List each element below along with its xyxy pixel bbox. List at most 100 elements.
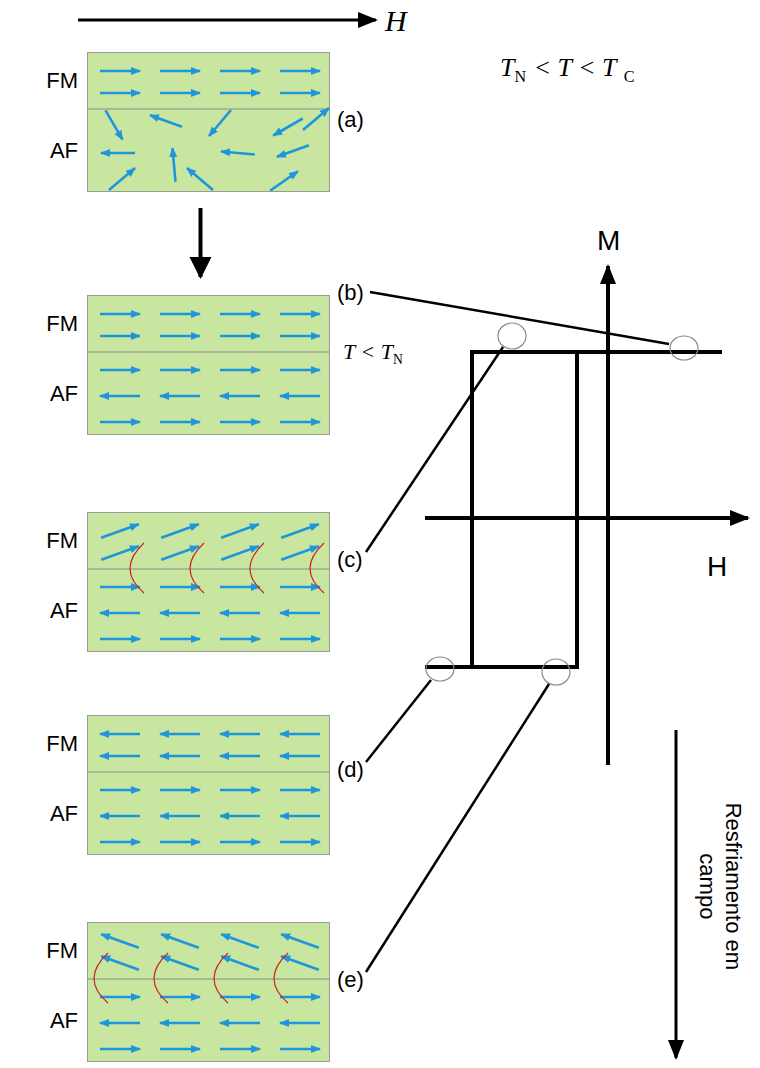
panel-letter: (e) xyxy=(337,968,364,992)
spin-arrow xyxy=(270,171,298,191)
layer-label: AF xyxy=(50,600,78,622)
spin-arrow xyxy=(100,335,140,338)
spin-arrow xyxy=(106,110,123,139)
spin-arrow xyxy=(160,612,200,615)
spin-arrow xyxy=(160,755,200,758)
spin-arrow xyxy=(101,934,139,948)
temperature-subscript: C xyxy=(624,68,635,85)
spin-arrow xyxy=(160,70,200,73)
spin-arrow xyxy=(280,70,320,73)
panel-letter: (c) xyxy=(337,548,363,572)
spin-arrow xyxy=(160,789,200,792)
spin-arrow xyxy=(100,841,140,844)
spin-arrow xyxy=(109,168,135,190)
spin-arrow xyxy=(100,815,140,818)
spin-arrow xyxy=(273,119,302,136)
spin-arrow xyxy=(100,733,140,736)
spin-arrow xyxy=(280,1048,320,1051)
m-axis xyxy=(606,266,610,765)
spin-arrow xyxy=(161,934,199,948)
panel-letter: (a) xyxy=(337,108,364,132)
spin-arrow xyxy=(220,369,260,372)
interface-line xyxy=(88,569,329,570)
spin-arrow xyxy=(160,586,200,589)
spin-arrow xyxy=(173,148,176,182)
spin-arrow xyxy=(160,733,200,736)
spin-arrow xyxy=(281,524,319,538)
spin-arrow xyxy=(100,586,140,589)
layer-label: FM xyxy=(46,313,78,335)
spin-arrow xyxy=(280,335,320,338)
spin-arrow xyxy=(100,612,140,615)
spin-arrow xyxy=(160,421,200,424)
temperature-subscript: N xyxy=(514,68,526,85)
spin-arrow xyxy=(100,70,140,73)
spin-arrow xyxy=(220,996,260,999)
spin-arrow xyxy=(220,313,260,316)
axis-label: M xyxy=(597,226,620,257)
spin-arrow xyxy=(220,755,260,758)
spin-arrow xyxy=(280,421,320,424)
spin-arrow xyxy=(303,108,329,130)
spin-arrow xyxy=(220,70,260,73)
spin-arrow xyxy=(100,369,140,372)
spin-arrow xyxy=(220,335,260,338)
spin-arrow xyxy=(160,638,200,641)
spin-arrow xyxy=(280,395,320,398)
spin-arrow xyxy=(220,586,260,589)
spin-arrow xyxy=(281,956,319,970)
interface-line xyxy=(88,352,329,353)
spin-arrow xyxy=(150,115,182,127)
leader-line xyxy=(366,292,669,972)
layer-panel: FMAF xyxy=(87,512,330,652)
spin-arrow xyxy=(100,789,140,792)
spin-arrow xyxy=(280,313,320,316)
spin-arrow xyxy=(220,395,260,398)
domain-wall xyxy=(94,953,108,1003)
spin-arrow xyxy=(280,638,320,641)
spin-arrow xyxy=(281,934,319,948)
layer-label: FM xyxy=(46,733,78,755)
spin-drawing xyxy=(88,53,329,191)
spin-arrow xyxy=(160,996,200,999)
spin-arrow xyxy=(220,733,260,736)
spin-arrow xyxy=(280,586,320,589)
layer-label: FM xyxy=(46,940,78,962)
spin-drawing xyxy=(88,716,329,854)
layer-label: AF xyxy=(50,140,78,162)
spin-drawing xyxy=(88,513,329,651)
spin-arrow xyxy=(280,841,320,844)
cooling-label: Resfriamento em campo xyxy=(694,771,747,1001)
spin-arrow xyxy=(221,934,259,948)
spin-arrow xyxy=(220,612,260,615)
panel-letter: (b) xyxy=(337,281,364,305)
spin-arrow xyxy=(161,524,199,538)
domain-wall xyxy=(190,543,204,593)
process-arrow xyxy=(199,208,203,277)
spin-arrow xyxy=(280,755,320,758)
formula: TN< T < TC xyxy=(500,54,634,86)
spin-arrow xyxy=(280,789,320,792)
interface-line xyxy=(88,109,329,110)
spin-arrow xyxy=(160,395,200,398)
layer-label: AF xyxy=(50,383,78,405)
spin-drawing xyxy=(88,923,329,1061)
layer-panel: FMAF xyxy=(87,715,330,855)
spin-arrow xyxy=(220,92,260,95)
spin-arrow xyxy=(280,733,320,736)
spin-arrow xyxy=(100,638,140,641)
spin-arrow xyxy=(221,956,259,970)
domain-wall xyxy=(310,543,324,593)
spin-arrow xyxy=(209,110,231,136)
spin-arrow xyxy=(101,152,135,155)
domain-wall xyxy=(154,953,168,1003)
panel-letter: (d) xyxy=(337,758,364,782)
spin-arrow xyxy=(220,638,260,641)
interface-line xyxy=(88,979,329,980)
cooling-arrow xyxy=(675,730,678,1058)
spin-arrow xyxy=(280,1022,320,1025)
layer-label: FM xyxy=(46,70,78,92)
spin-arrow xyxy=(100,421,140,424)
axis-label: H xyxy=(707,552,727,583)
